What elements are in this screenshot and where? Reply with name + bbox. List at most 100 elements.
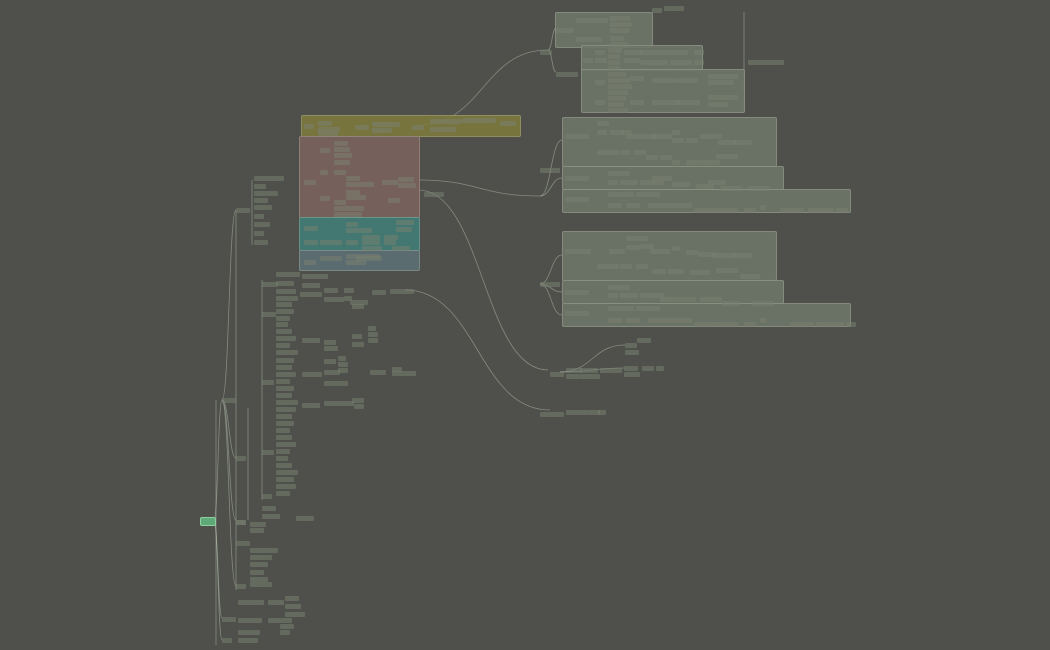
topic-node[interactable] (276, 393, 292, 398)
topic-node[interactable] (262, 380, 274, 385)
topic-node[interactable] (500, 121, 516, 126)
topic-node[interactable] (276, 386, 294, 391)
topic-node[interactable] (744, 208, 756, 213)
topic-node[interactable] (262, 450, 274, 455)
topic-node[interactable] (608, 192, 634, 197)
topic-node[interactable] (324, 359, 336, 364)
topic-node[interactable] (236, 584, 246, 589)
topic-node[interactable] (566, 374, 580, 379)
topic-node[interactable] (652, 78, 676, 83)
topic-node[interactable] (276, 281, 294, 286)
topic-node[interactable] (565, 311, 589, 316)
topic-node[interactable] (276, 296, 298, 301)
topic-node[interactable] (276, 343, 290, 348)
topic-node[interactable] (608, 66, 620, 71)
topic-node[interactable] (597, 150, 619, 155)
topic-node[interactable] (712, 253, 736, 258)
topic-node[interactable] (748, 186, 770, 191)
topic-node[interactable] (608, 96, 626, 101)
topic-node[interactable] (276, 358, 294, 363)
topic-node[interactable] (652, 8, 662, 13)
topic-node[interactable] (276, 289, 296, 294)
topic-node[interactable] (720, 186, 742, 191)
topic-node[interactable] (276, 470, 298, 475)
topic-node[interactable] (268, 600, 284, 605)
topic-node[interactable] (576, 18, 608, 23)
topic-node[interactable] (324, 340, 336, 345)
topic-node[interactable] (660, 155, 672, 160)
topic-node[interactable] (595, 80, 605, 85)
topic-node[interactable] (620, 150, 630, 155)
topic-node[interactable] (324, 346, 338, 351)
topic-node[interactable] (680, 297, 696, 302)
topic-node[interactable] (356, 256, 382, 261)
topic-node[interactable] (262, 514, 280, 519)
topic-node[interactable] (334, 170, 346, 175)
topic-node[interactable] (276, 477, 294, 482)
topic-node[interactable] (276, 421, 294, 426)
topic-node[interactable] (630, 100, 644, 105)
topic-node[interactable] (300, 292, 322, 297)
topic-node[interactable] (608, 54, 620, 59)
topic-node[interactable] (430, 119, 462, 124)
topic-node[interactable] (254, 240, 268, 245)
topic-node[interactable] (352, 398, 364, 403)
topic-node[interactable] (346, 240, 358, 245)
topic-node[interactable] (694, 50, 704, 55)
topic-node[interactable] (262, 282, 278, 287)
topic-node[interactable] (346, 260, 366, 265)
topic-node[interactable] (250, 570, 264, 575)
topic-node[interactable] (396, 220, 414, 225)
topic-node[interactable] (280, 624, 294, 629)
topic-node[interactable] (346, 182, 374, 187)
topic-node[interactable] (600, 368, 622, 373)
topic-node[interactable] (760, 205, 766, 210)
topic-node[interactable] (344, 288, 354, 293)
topic-node[interactable] (276, 336, 296, 341)
topic-node[interactable] (304, 226, 318, 231)
topic-node[interactable] (700, 134, 722, 139)
topic-node[interactable] (350, 300, 368, 305)
topic-node[interactable] (296, 516, 314, 521)
topic-node[interactable] (276, 407, 296, 412)
topic-node[interactable] (276, 272, 300, 277)
topic-node[interactable] (462, 118, 496, 123)
topic-node[interactable] (676, 78, 698, 83)
topic-node[interactable] (320, 196, 330, 201)
topic-node[interactable] (276, 350, 298, 355)
topic-node[interactable] (656, 366, 664, 371)
topic-node[interactable] (609, 249, 625, 254)
topic-node[interactable] (626, 134, 640, 139)
topic-node[interactable] (808, 208, 834, 213)
root-topic[interactable] (200, 517, 216, 526)
topic-node[interactable] (302, 283, 320, 288)
topic-node[interactable] (565, 197, 589, 202)
topic-node[interactable] (262, 506, 276, 511)
topic-node[interactable] (598, 410, 606, 415)
topic-node[interactable] (250, 522, 266, 527)
topic-node[interactable] (626, 318, 640, 323)
topic-node[interactable] (276, 442, 296, 447)
topic-node[interactable] (694, 208, 714, 213)
topic-node[interactable] (597, 121, 609, 126)
topic-node[interactable] (846, 322, 856, 327)
topic-node[interactable] (608, 180, 618, 185)
topic-node[interactable] (608, 293, 618, 298)
topic-node[interactable] (626, 245, 640, 250)
topic-node[interactable] (714, 322, 738, 327)
topic-node[interactable] (304, 260, 316, 265)
topic-node[interactable] (276, 302, 292, 307)
topic-node[interactable] (276, 449, 290, 454)
topic-node[interactable] (222, 638, 232, 643)
topic-node[interactable] (334, 147, 350, 152)
topic-node[interactable] (236, 456, 246, 461)
topic-node[interactable] (610, 22, 632, 27)
topic-node[interactable] (222, 617, 236, 622)
topic-node[interactable] (338, 362, 348, 367)
topic-node[interactable] (624, 366, 638, 371)
topic-node[interactable] (580, 368, 598, 373)
topic-node[interactable] (660, 297, 680, 302)
topic-node[interactable] (250, 528, 264, 533)
topic-node[interactable] (672, 130, 680, 135)
topic-node[interactable] (625, 350, 639, 355)
